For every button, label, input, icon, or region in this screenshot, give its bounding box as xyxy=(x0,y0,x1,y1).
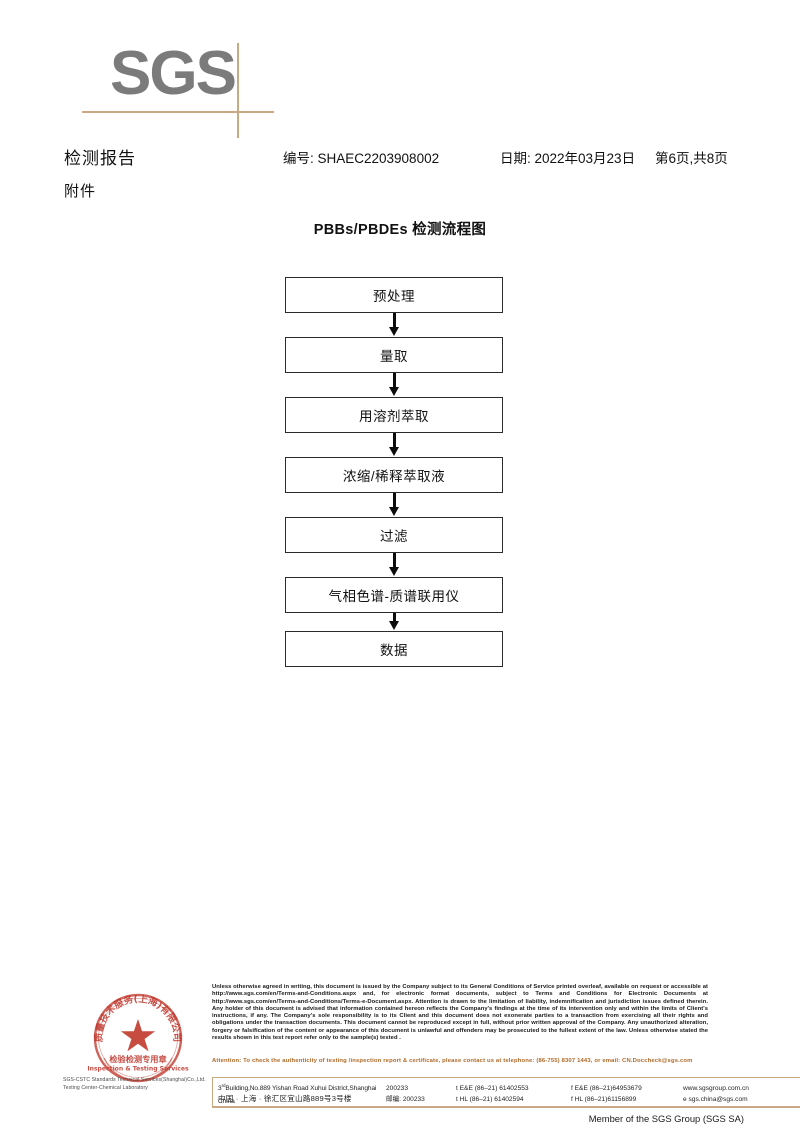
logo-wordmark: SGS xyxy=(110,39,237,108)
page-title: 检测报告 xyxy=(64,149,136,168)
flow-arrow-5 xyxy=(285,553,503,577)
seal-icon: 质量技术服务(上海)有限公司 检验检测专用章 Inspection & Test… xyxy=(87,993,189,1083)
flow-step-1: 预处理 xyxy=(285,277,503,313)
report-number: 编号: SHAEC2203908002 xyxy=(283,151,440,166)
attention-notice: Attention: To check the authenticity of … xyxy=(212,1058,693,1064)
report-date: 日期: 2022年03月23日 xyxy=(500,151,636,166)
flow-arrow-4 xyxy=(285,493,503,517)
svg-text:检验检测专用章: 检验检测专用章 xyxy=(109,1054,166,1064)
flow-step-5: 过滤 xyxy=(285,517,503,553)
contact-row-cn: 中国 · 上海 · 徐汇区宜山路889号3号楼 邮编: 200233 t HL … xyxy=(218,1092,798,1105)
company-name-line1: SGS-CSTC Standards Technical Services(Sh… xyxy=(63,1077,206,1083)
page-indicator: 第6页,共8页 xyxy=(655,151,728,166)
flowchart: 预处理 量取 用溶剂萃取 浓缩/稀释萃取液 过滤 气相色谱-质谱联用仪 数据 xyxy=(285,277,503,667)
fax-ee: f E&E (86–21)64953679 xyxy=(571,1085,642,1093)
flow-step-2: 量取 xyxy=(285,337,503,373)
contact-row-en: 3rdBuilding,No.889 Yishan Road Xuhui Dis… xyxy=(218,1079,798,1105)
inspection-seal-stamp: 质量技术服务(上海)有限公司 检验检测专用章 Inspection & Test… xyxy=(84,986,192,1094)
email-link[interactable]: e sgs.china@sgs.com xyxy=(683,1096,748,1103)
website-link[interactable]: www.sgsgroup.com.cn xyxy=(683,1085,749,1093)
flow-step-4: 浓缩/稀释萃取液 xyxy=(285,457,503,493)
flow-step-6: 气相色谱-质谱联用仪 xyxy=(285,577,503,613)
footer-divider-top xyxy=(212,1077,800,1079)
sgs-group-membership: Member of the SGS Group (SGS SA) xyxy=(588,1113,744,1124)
company-name-line2: Testing Center-Chemical Laboratory xyxy=(63,1085,148,1091)
company-name-block: SGS-CSTC Standards Technical Services(Sh… xyxy=(63,1076,213,1092)
telephone-hl: t HL (86–21) 61402594 xyxy=(456,1096,524,1103)
zip-chinese: 邮编: 200233 xyxy=(386,1096,425,1103)
section-label-attachment: 附件 xyxy=(64,183,97,200)
fax-hl: f HL (86–21)61156899 xyxy=(571,1096,637,1103)
footer-divider-bottom xyxy=(212,1106,800,1108)
svg-text:Inspection & Testing Services: Inspection & Testing Services xyxy=(87,1066,189,1073)
flow-step-7: 数据 xyxy=(285,631,503,667)
address-english: 3rdBuilding,No.889 Yishan Road Xuhui Dis… xyxy=(218,1083,377,1106)
sgs-logo: SGS xyxy=(82,39,274,138)
logo-vertical-rule xyxy=(237,43,239,138)
report-header: 检测报告 编号: SHAEC2203908002 日期: 2022年03月23日… xyxy=(0,144,800,168)
flow-step-3: 用溶剂萃取 xyxy=(285,397,503,433)
telephone-ee: t E&E (86–21) 61402553 xyxy=(456,1085,529,1093)
flow-arrow-2 xyxy=(285,373,503,397)
flowchart-title: PBBs/PBDEs 检测流程图 xyxy=(313,222,487,238)
address-chinese: 中国 · 上海 · 徐汇区宜山路889号3号楼 xyxy=(218,1094,352,1103)
flow-arrow-6 xyxy=(285,613,503,631)
legal-disclaimer: Unless otherwise agreed in writing, this… xyxy=(212,984,708,1042)
contact-details: 3rdBuilding,No.889 Yishan Road Xuhui Dis… xyxy=(218,1079,798,1105)
footer-divider-vertical xyxy=(212,1077,214,1108)
flow-arrow-1 xyxy=(285,313,503,337)
logo-horizontal-rule xyxy=(82,111,274,113)
flow-arrow-3 xyxy=(285,433,503,457)
zip-english: 200233 xyxy=(386,1085,409,1093)
